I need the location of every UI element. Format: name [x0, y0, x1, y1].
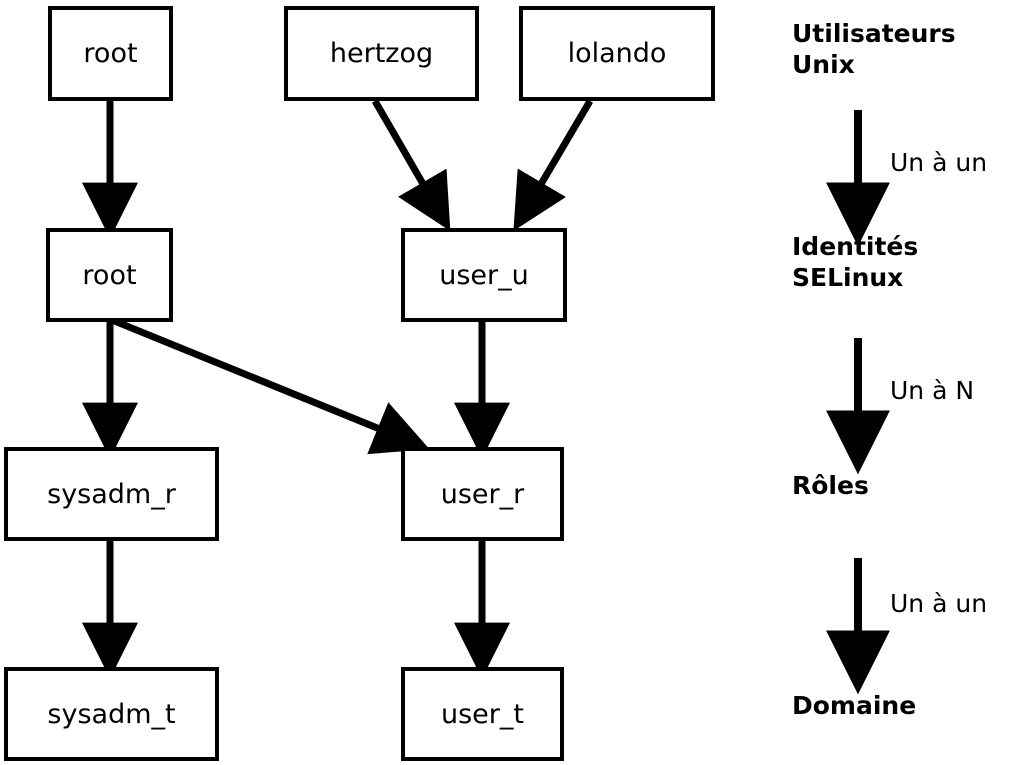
node-identity-root[interactable]: root	[46, 228, 173, 322]
legend-relation-unix-to-selinux: Un à un	[890, 148, 988, 177]
node-role-sysadm-r[interactable]: sysadm_r	[4, 447, 219, 541]
node-label: root	[82, 259, 137, 291]
edge-lolando-to-user-u	[513, 99, 594, 231]
node-label: root	[83, 38, 138, 69]
node-label: user_u	[439, 259, 529, 291]
edge-identity-root-to-user-r	[110, 316, 430, 455]
node-domain-sysadm-t[interactable]: sysadm_t	[4, 667, 219, 761]
node-unix-lolando[interactable]: lolando	[519, 6, 715, 101]
node-label: hertzog	[329, 38, 434, 69]
node-domain-user-t[interactable]: user_t	[401, 667, 564, 761]
legend-relation-roles-to-domain: Un à un	[890, 589, 988, 618]
legend-layer-roles: Rôles	[792, 471, 869, 500]
node-label: user_t	[441, 698, 524, 730]
node-label: sysadm_t	[47, 698, 176, 730]
legend-layer-domain: Domaine	[792, 691, 917, 720]
node-identity-user-u[interactable]: user_u	[401, 228, 567, 322]
node-label: lolando	[567, 38, 667, 69]
node-unix-root[interactable]: root	[48, 6, 173, 101]
node-label: user_r	[440, 478, 525, 510]
node-unix-hertzog[interactable]: hertzog	[284, 6, 479, 101]
legend-layer-unix: Utilisateurs Unix	[792, 19, 956, 80]
legend-relation-selinux-to-roles: Un à N	[890, 376, 975, 405]
legend-layer-selinux: Identités SELinux	[792, 232, 919, 293]
node-role-user-r[interactable]: user_r	[401, 447, 564, 541]
edge-hertzog-to-user-u	[371, 99, 451, 232]
node-label: sysadm_r	[47, 478, 176, 510]
